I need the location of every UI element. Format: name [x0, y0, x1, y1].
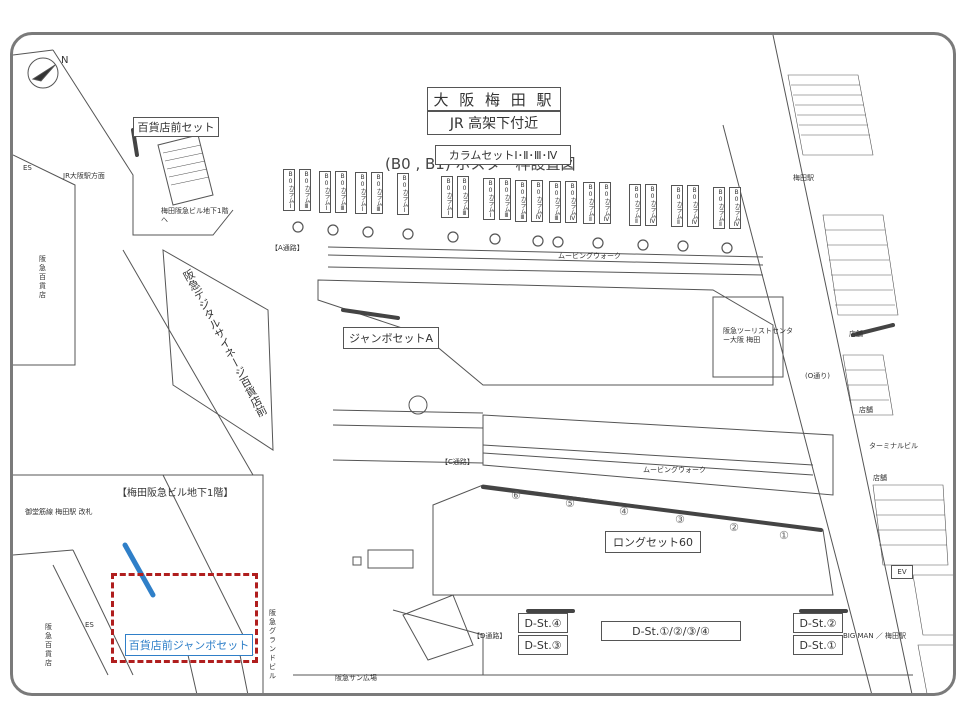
column-poster[interactable]: B0カラムⅢ — [299, 169, 311, 211]
column-poster[interactable]: B0カラムⅠ — [283, 169, 295, 211]
column-poster[interactable]: B0カラムⅠ — [319, 171, 331, 213]
column-poster[interactable]: B0カラムⅠ — [441, 176, 453, 218]
station-title: 大 阪 梅 田 駅 — [427, 87, 561, 111]
ev-label: EV — [891, 565, 913, 579]
north-arrow-icon: N — [27, 55, 68, 89]
umeda-st-label: 梅田駅 — [793, 174, 814, 182]
column-poster[interactable]: B0カラムⅣ — [729, 187, 741, 229]
dst2-label[interactable]: D-St.② — [793, 613, 843, 633]
column-poster[interactable]: B0カラムⅢ — [515, 180, 527, 222]
column-poster[interactable]: B0カラムⅣ — [599, 182, 611, 224]
column-poster[interactable]: B0カラムⅢ — [499, 178, 511, 220]
column-poster[interactable]: B0カラムⅡ — [671, 185, 683, 227]
dst1-label[interactable]: D-St.① — [793, 635, 843, 655]
column-poster[interactable]: B0カラムⅢ — [457, 176, 469, 218]
shop-label-1: 店舗 — [849, 330, 863, 338]
c-passage-label: 【C通路】 — [441, 458, 474, 466]
area-title: JR 高架下付近 — [427, 111, 561, 135]
o-street-label: (O通り) — [805, 372, 830, 380]
long-set-number: ⑤ — [565, 497, 575, 510]
long-set-number: ④ — [619, 505, 629, 518]
column-poster[interactable]: B0カラムⅡ — [713, 187, 725, 229]
dept-jumbo-label[interactable]: 百貨店前ジャンボセット — [125, 634, 253, 656]
column-poster[interactable]: B0カラムⅢ — [549, 181, 561, 223]
moving-walk-c-label: ムービングウォーク — [643, 466, 706, 474]
dept-front-label[interactable]: 百貨店前セット — [133, 117, 219, 137]
column-poster[interactable]: B0カラムⅠ — [397, 173, 409, 215]
dst-all-label[interactable]: D-St.①/②/③/④ — [601, 621, 741, 641]
hankyu-dept-label: 阪急百貨店 — [39, 255, 46, 299]
moving-walk-a-label: ムービングウォーク — [558, 252, 621, 260]
column-poster[interactable]: B0カラムⅡ — [583, 182, 595, 224]
jr-osaka-label: JR大阪駅方面 — [63, 172, 105, 180]
column-poster[interactable]: B0カラムⅢ — [371, 172, 383, 214]
long60-label[interactable]: ロングセット60 — [605, 531, 701, 553]
long-set-number: ⑥ — [511, 489, 521, 502]
es-label-top: ES — [23, 164, 32, 172]
sun-plaza-label: 阪急サン広場 — [335, 674, 377, 682]
svg-text:N: N — [61, 55, 68, 66]
bigman-label: BIG MAN ／ 梅田駅 — [843, 632, 907, 640]
long-set-number: ② — [729, 521, 739, 534]
column-poster[interactable]: B0カラムⅡ — [629, 184, 641, 226]
tourist-center-label: 阪急ツーリストセンター大阪 梅田 — [723, 327, 793, 344]
long-set-number: ① — [779, 529, 789, 542]
long-set-number: ③ — [675, 513, 685, 526]
inset-title: 【梅田阪急ビル地下1階】 — [117, 488, 234, 499]
column-poster[interactable]: B0カラムⅣ — [645, 184, 657, 226]
column-set-label[interactable]: カラムセットⅠ･Ⅱ･Ⅲ･Ⅳ — [435, 145, 571, 165]
a-passage-label: 【A通路】 — [271, 244, 304, 252]
shop-label-3: 店舗 — [873, 474, 887, 482]
dst4-label[interactable]: D-St.④ — [518, 613, 568, 633]
grand-bldg-label: 阪急グランドビル — [269, 609, 276, 680]
column-poster[interactable]: B0カラムⅠ — [355, 172, 367, 214]
jumbo-a-label[interactable]: ジャンボセットA — [343, 327, 439, 349]
midosuji-label: 御堂筋線 梅田駅 改札 — [25, 508, 93, 516]
column-poster[interactable]: B0カラムⅢ — [335, 171, 347, 213]
es-label-inset: ES — [85, 621, 94, 629]
column-poster[interactable]: B0カラムⅣ — [565, 181, 577, 223]
inset-hankyu-dept-label: 阪急百貨店 — [45, 623, 52, 667]
floor-plan: N — [13, 35, 953, 693]
column-poster[interactable]: B0カラムⅣ — [531, 180, 543, 222]
dept-jumbo-selection[interactable] — [111, 573, 258, 663]
map-frame: N — [10, 32, 956, 696]
column-poster[interactable]: B0カラムⅣ — [687, 185, 699, 227]
terminal-bldg-label: ターミナルビル — [869, 442, 918, 450]
umeda-b1-label: 梅田阪急ビル地下1階へ — [161, 207, 229, 224]
dst3-label[interactable]: D-St.③ — [518, 635, 568, 655]
d-passage-label: 【D通路】 — [473, 632, 507, 640]
shop-label-2: 店舗 — [859, 406, 873, 414]
column-poster[interactable]: B0カラムⅠ — [483, 178, 495, 220]
